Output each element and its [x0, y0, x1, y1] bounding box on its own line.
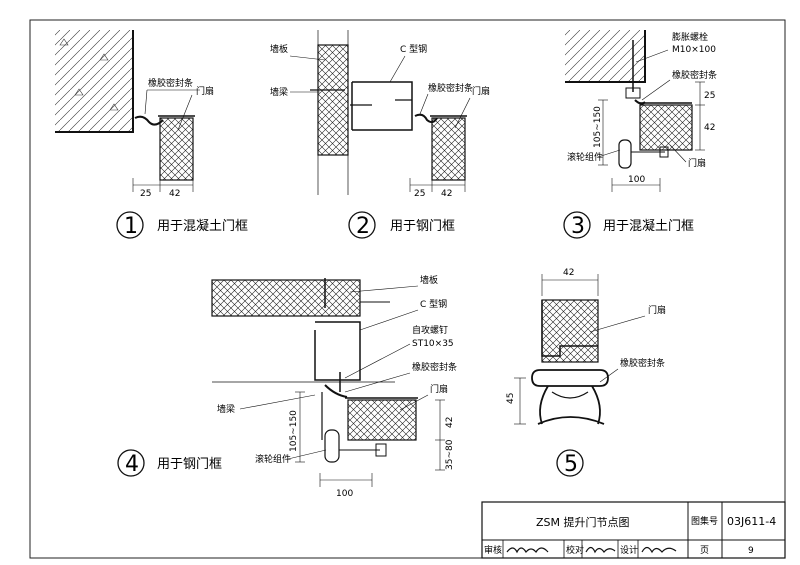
dim-42: 42 [563, 268, 574, 278]
check-label: 校对 [566, 544, 584, 556]
detail-number: 2 [356, 214, 370, 239]
label-leaf: 门扇 [196, 85, 214, 97]
detail-number: 5 [564, 452, 578, 477]
rubber-seal [414, 113, 438, 124]
design-label: 设计 [620, 544, 638, 556]
checker-signature [585, 546, 616, 554]
label-seal: 橡胶密封条 [620, 357, 665, 369]
label-leaf: 门扇 [472, 85, 490, 97]
detail-caption: 用于混凝土门框 [603, 218, 694, 234]
label-leaf: 门扇 [430, 383, 448, 395]
detail-2: 墙板 墙梁 C 型钢 橡胶密封条 门扇 25 42 2 用于钢门框 [270, 30, 490, 239]
dim-25: 25 [704, 91, 715, 101]
detail-3: 膨胀螺栓 M10×100 橡胶密封条 滚轮组件 门扇 25 42 105~150… [563, 30, 717, 239]
detail-number-circle [556, 449, 584, 477]
atlas-number: 03J611-4 [727, 515, 776, 528]
dim-42: 42 [704, 123, 715, 133]
door-leaf-section [347, 399, 417, 441]
detail-5: 42 45 门扇 橡胶密封条 5 [506, 268, 666, 477]
label-bolt: 膨胀螺栓 [672, 31, 708, 43]
detail-4: 墙板 C 型钢 自攻螺钉 ST10×35 橡胶密封条 门扇 墙梁 滚轮组件 42… [117, 274, 457, 499]
roller-assembly [324, 429, 340, 463]
detail-number: 4 [125, 452, 139, 477]
review-label: 审核 [484, 544, 502, 556]
label-seal: 橡胶密封条 [672, 69, 717, 81]
label-roller: 滚轮组件 [567, 151, 603, 163]
label-bolt-spec: M10×100 [672, 45, 716, 55]
concrete-frame-hatch [55, 30, 133, 132]
rubber-seal [324, 384, 348, 398]
dim-100: 100 [628, 175, 645, 185]
reviewer-signature [506, 547, 549, 554]
dim-25: 25 [140, 189, 151, 199]
page-label: 页 [700, 545, 709, 556]
label-beam: 墙梁 [270, 86, 288, 98]
label-screw: 自攻螺钉 [412, 324, 448, 336]
concrete-aggregate [59, 38, 119, 111]
dim-100: 100 [336, 489, 353, 499]
label-c-steel: C 型钢 [400, 43, 427, 55]
dim-25: 25 [414, 189, 425, 199]
label-roller: 滚轮组件 [255, 453, 291, 465]
title-block: ZSM 提升门节点图 图集号 03J611-4 审核 校对 设计 页 9 [481, 501, 786, 559]
rubber-seal [531, 369, 609, 387]
drawing-title: ZSM 提升门节点图 [536, 515, 630, 529]
label-seal: 橡胶密封条 [148, 77, 193, 89]
label-leaf: 门扇 [688, 157, 706, 169]
page-number: 9 [748, 546, 754, 556]
sheet-border [29, 19, 786, 559]
c-steel [352, 81, 413, 131]
rubber-seal [134, 115, 164, 126]
detail-number: 1 [124, 214, 138, 239]
rubber-seal [634, 99, 646, 105]
dim-105-150: 105~150 [593, 106, 603, 148]
label-leaf: 门扇 [648, 304, 666, 316]
detail-caption: 用于钢门框 [390, 219, 455, 234]
detail-number-circle [563, 211, 591, 239]
dim-42: 42 [169, 189, 180, 199]
label-screw-spec: ST10×35 [412, 339, 454, 349]
dim-42: 42 [441, 189, 452, 199]
door-leaf-section [431, 117, 466, 181]
detail-number-circle [348, 211, 376, 239]
detail-number: 3 [571, 214, 585, 239]
wall-panel [317, 44, 349, 156]
dim-42: 42 [445, 417, 455, 428]
door-leaf-section [639, 104, 693, 151]
concrete-frame-edge [55, 30, 134, 133]
dim-45: 45 [506, 393, 516, 404]
label-seal: 橡胶密封条 [412, 361, 457, 373]
label-seal: 橡胶密封条 [428, 82, 473, 94]
designer-signature [641, 546, 677, 554]
label-c-steel: C 型钢 [420, 298, 447, 310]
label-beam: 墙梁 [217, 403, 235, 415]
label-panel: 墙板 [420, 274, 438, 286]
roller-assembly [618, 139, 632, 169]
atlas-label: 图集号 [691, 515, 718, 527]
door-leaf-section [159, 117, 194, 181]
concrete-lintel-hatch [565, 30, 645, 82]
detail-1: 橡胶密封条 门扇 25 42 1 用于混凝土门框 [55, 30, 248, 239]
detail-number-circle [117, 449, 145, 477]
door-leaf-section [541, 299, 599, 363]
wall-panel [211, 279, 361, 317]
label-panel: 墙板 [270, 43, 288, 55]
c-steel [314, 321, 361, 381]
detail-caption: 用于混凝土门框 [157, 218, 248, 234]
detail-number-circle [116, 211, 144, 239]
detail-caption: 用于钢门框 [157, 457, 222, 472]
dim-35-80: 35~80 [445, 439, 455, 470]
dim-105-150: 105~150 [289, 410, 299, 452]
